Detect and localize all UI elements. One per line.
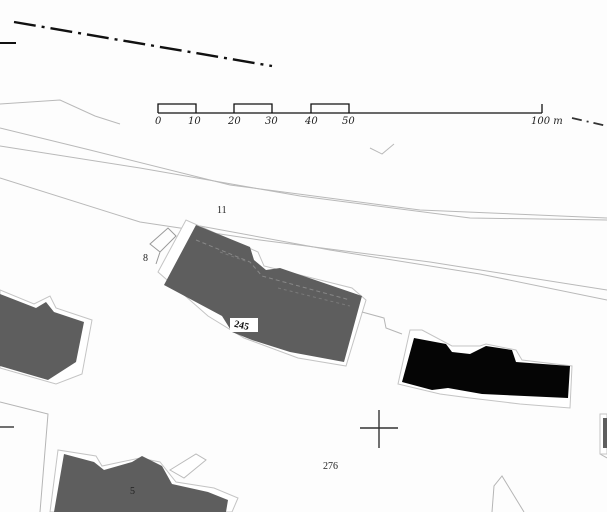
scale-bar <box>157 103 543 114</box>
scale-label-50: 50 <box>342 116 355 127</box>
building-south-annex <box>169 453 207 479</box>
building-west <box>0 294 84 380</box>
scale-label-30: 30 <box>265 116 278 127</box>
grid-crosshair <box>360 410 398 448</box>
boundary-dashdot-right <box>571 117 607 127</box>
scale-label-100m: 100 m <box>531 116 563 127</box>
building-245-ridge2 <box>219 251 351 307</box>
building-245-ridge <box>195 239 351 301</box>
building-black <box>402 338 570 398</box>
terrain-lines <box>0 99 607 301</box>
lot-lines <box>0 311 607 512</box>
parcel-8-outline <box>149 227 177 265</box>
scale-label-0: 0 <box>155 116 162 127</box>
boundary-dashdot-line <box>13 20 273 68</box>
parcel-label-276: 276 <box>323 461 338 472</box>
building-east-edge-fill <box>603 418 607 448</box>
scale-label-10: 10 <box>188 116 201 127</box>
building-245 <box>164 225 362 362</box>
building-south <box>54 454 228 512</box>
building-245-label-bg <box>230 318 258 332</box>
parcel-label-5: 5 <box>130 486 135 497</box>
parcel-label-8: 8 <box>143 253 148 264</box>
scale-label-20: 20 <box>227 116 241 127</box>
parcel-label-245: 245 <box>233 319 250 333</box>
scale-label-40: 40 <box>304 116 318 127</box>
parcel-label-11: 11 <box>217 205 227 216</box>
